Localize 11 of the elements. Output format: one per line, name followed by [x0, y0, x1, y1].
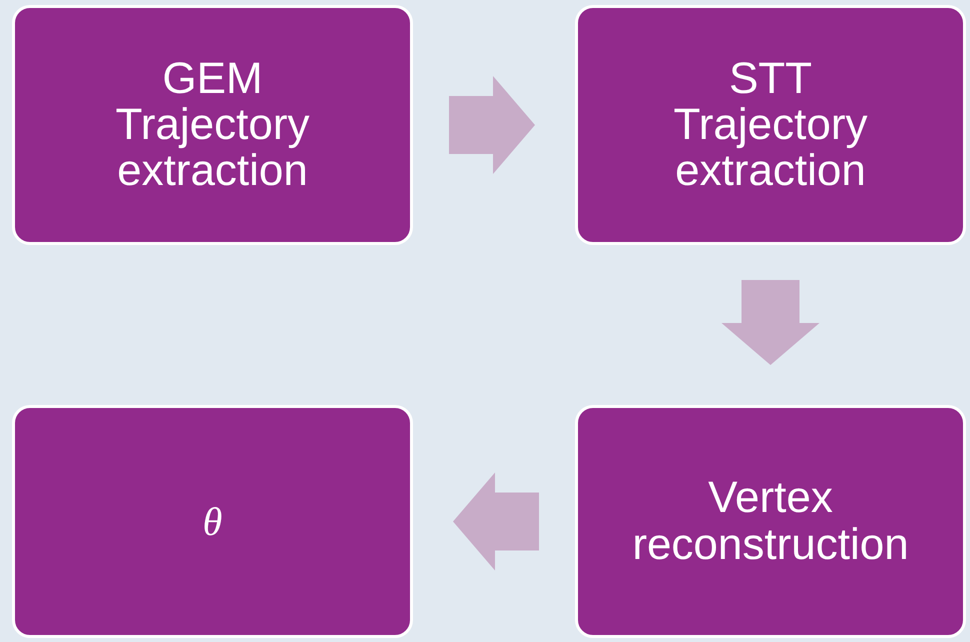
block-arrow — [453, 472, 539, 570]
process-box — [575, 5, 966, 245]
box-label: Vertex reconstruction — [631, 475, 910, 568]
box-label: STT Trajectory extraction — [672, 56, 868, 194]
box-label: θ — [202, 500, 222, 542]
process-box — [12, 5, 413, 245]
block-arrow — [722, 280, 820, 365]
block-arrow — [449, 76, 535, 174]
process-box — [575, 405, 966, 638]
box-label: GEM Trajectory extraction — [114, 56, 310, 194]
process-box — [12, 405, 413, 638]
